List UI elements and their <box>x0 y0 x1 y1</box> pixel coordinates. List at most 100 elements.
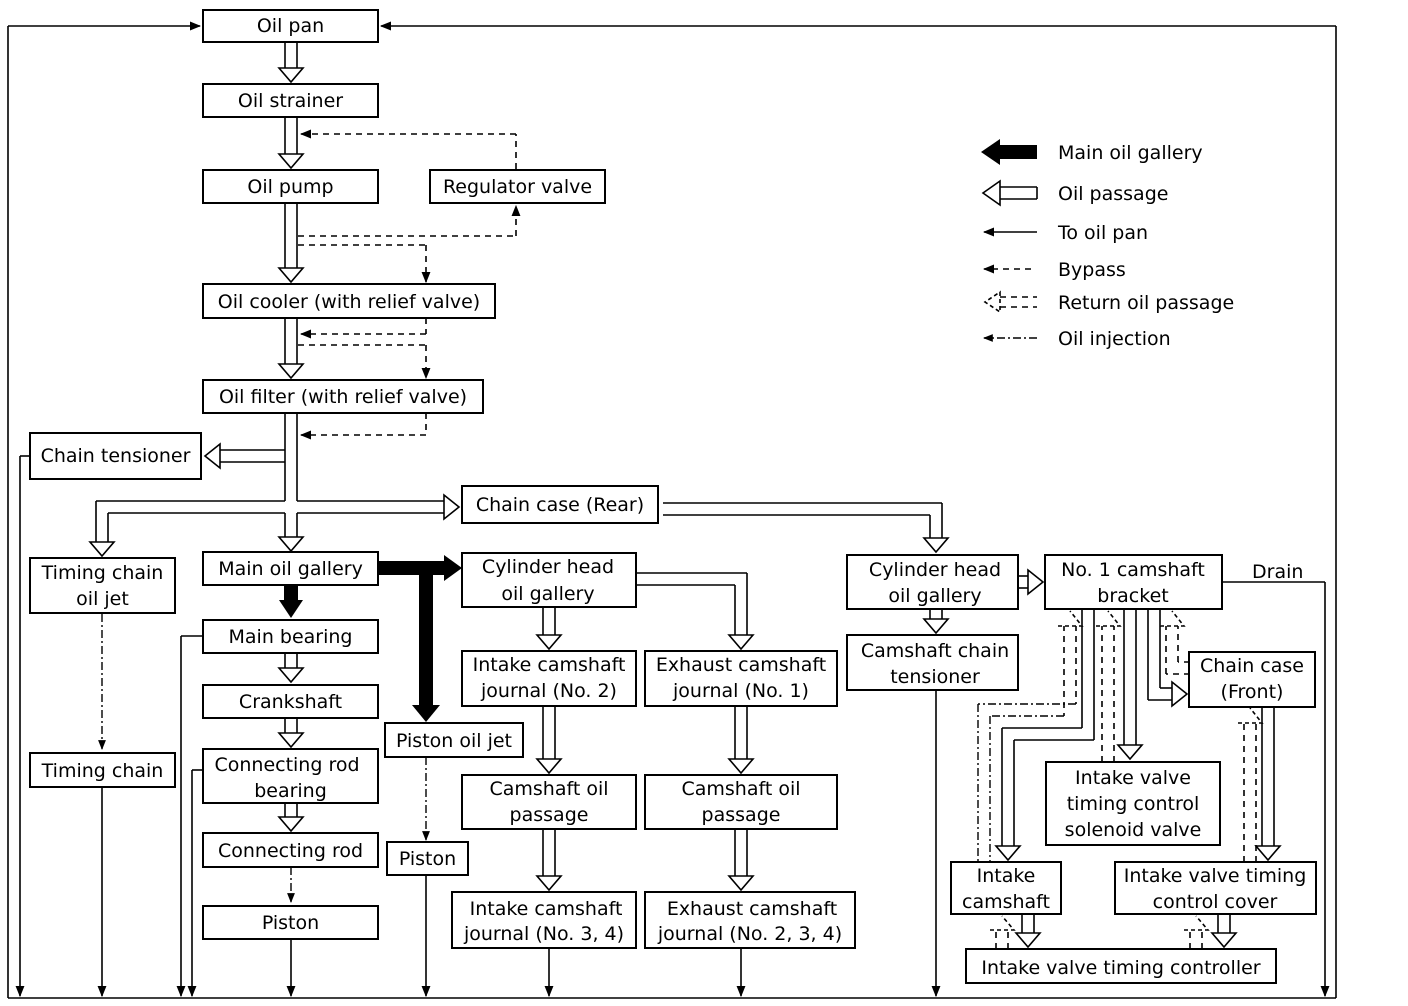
svg-text:bearing: bearing <box>254 780 327 802</box>
oil-injection-lines <box>98 614 430 903</box>
svg-text:Piston oil jet: Piston oil jet <box>396 730 512 752</box>
drain-label: Drain <box>1252 561 1303 583</box>
svg-text:Bypass: Bypass <box>1058 259 1126 281</box>
box-connecting-rod: Connecting rod <box>202 832 379 868</box>
svg-text:journal (No. 2): journal (No. 2) <box>480 680 617 702</box>
box-timing-chain-oil-jet: Timing chain oil jet <box>29 557 176 614</box>
svg-text:tensioner: tensioner <box>890 666 980 688</box>
svg-text:Timing chain: Timing chain <box>41 760 164 782</box>
svg-text:Cylinder head: Cylinder head <box>482 556 614 578</box>
svg-text:Intake camshaft: Intake camshaft <box>470 898 623 920</box>
box-exhaust-camshaft-journal-no1: Exhaust camshaft journal (No. 1) <box>644 650 838 707</box>
svg-text:Oil pump: Oil pump <box>247 176 333 198</box>
svg-text:Main oil gallery: Main oil gallery <box>218 558 363 580</box>
legend-oil-passage: Oil passage <box>981 179 1168 207</box>
svg-text:timing control: timing control <box>1067 793 1200 815</box>
svg-text:Main bearing: Main bearing <box>229 626 353 648</box>
box-main-oil-gallery: Main oil gallery <box>202 551 379 586</box>
svg-text:Connecting rod: Connecting rod <box>214 754 359 776</box>
svg-text:Cylinder head: Cylinder head <box>869 559 1001 581</box>
box-chain-case-front: Chain case (Front) <box>1188 651 1316 708</box>
return-loop <box>7 21 1337 999</box>
svg-text:Oil passage: Oil passage <box>1058 183 1168 205</box>
box-piston-oil-jet: Piston oil jet <box>384 722 524 758</box>
svg-text:To oil pan: To oil pan <box>1057 222 1148 244</box>
svg-text:Intake camshaft: Intake camshaft <box>473 654 626 676</box>
svg-text:Oil filter (with relief valve): Oil filter (with relief valve) <box>219 386 467 408</box>
svg-text:bracket: bracket <box>1097 585 1168 607</box>
box-oil-strainer: Oil strainer <box>202 83 379 118</box>
box-piston-1: Piston <box>202 905 379 940</box>
box-chain-case-rear: Chain case (Rear) <box>461 485 659 524</box>
box-intake-camshaft-journal-no34: Intake camshaft journal (No. 3, 4) <box>451 891 637 949</box>
svg-text:Chain case: Chain case <box>1200 655 1304 677</box>
svg-text:solenoid valve: solenoid valve <box>1065 819 1202 841</box>
box-exhaust-camshaft-journal-no234: Exhaust camshaft journal (No. 2, 3, 4) <box>644 891 856 949</box>
svg-text:oil jet: oil jet <box>76 588 129 610</box>
svg-text:Piston: Piston <box>399 848 456 870</box>
box-oil-filter: Oil filter (with relief valve) <box>202 379 484 414</box>
box-chain-tensioner: Chain tensioner <box>29 432 202 480</box>
box-ivtc-solenoid-valve: Intake valve timing control solenoid val… <box>1045 761 1221 846</box>
svg-text:Intake valve: Intake valve <box>1075 767 1191 789</box>
box-no1-camshaft-bracket: No. 1 camshaft bracket <box>1044 554 1223 610</box>
legend: Main oil gallery Oil passage To oil pan … <box>981 139 1234 350</box>
box-cylinder-head-oil-gallery-1: Cylinder head oil gallery <box>461 552 637 608</box>
svg-text:Main oil gallery: Main oil gallery <box>1058 142 1203 164</box>
svg-text:oil gallery: oil gallery <box>501 583 594 605</box>
box-cylinder-head-oil-gallery-2: Cylinder head oil gallery <box>846 554 1019 610</box>
box-timing-chain: Timing chain <box>29 752 176 788</box>
legend-oil-injection: Oil injection <box>983 328 1171 350</box>
svg-text:Intake: Intake <box>977 865 1036 887</box>
box-camshaft-oil-passage-2: Camshaft oil passage <box>644 774 838 830</box>
bypass-lines <box>298 129 521 440</box>
box-intake-camshaft: Intake camshaft <box>950 861 1062 915</box>
svg-text:Piston: Piston <box>262 912 319 934</box>
svg-text:Camshaft oil: Camshaft oil <box>489 778 608 800</box>
oil-passage-pipes <box>88 42 1282 949</box>
svg-text:passage: passage <box>510 804 589 826</box>
svg-text:Crankshaft: Crankshaft <box>239 691 342 713</box>
svg-text:passage: passage <box>702 804 781 826</box>
svg-text:Oil pan: Oil pan <box>257 15 324 37</box>
svg-text:Exhaust camshaft: Exhaust camshaft <box>656 654 826 676</box>
svg-text:control cover: control cover <box>1153 891 1278 913</box>
svg-text:journal (No. 3, 4): journal (No. 3, 4) <box>463 923 624 945</box>
svg-text:Connecting rod: Connecting rod <box>218 840 363 862</box>
svg-text:Intake valve timing: Intake valve timing <box>1124 865 1307 887</box>
svg-text:oil gallery: oil gallery <box>888 585 981 607</box>
main-oil-gallery-lines <box>279 555 462 722</box>
box-camshaft-oil-passage-1: Camshaft oil passage <box>461 774 637 830</box>
svg-text:Exhaust camshaft: Exhaust camshaft <box>667 898 837 920</box>
svg-text:(Front): (Front) <box>1221 681 1284 703</box>
box-oil-cooler: Oil cooler (with relief valve) <box>202 283 496 319</box>
box-oil-pan: Oil pan <box>202 9 379 43</box>
box-ivtc-cover: Intake valve timing control cover <box>1114 861 1317 915</box>
box-oil-pump: Oil pump <box>202 169 379 204</box>
return-oil-passages <box>977 610 1264 949</box>
svg-text:journal (No. 1): journal (No. 1) <box>672 680 809 702</box>
svg-text:Regulator valve: Regulator valve <box>443 176 592 198</box>
svg-text:Oil strainer: Oil strainer <box>238 90 343 112</box>
legend-main-oil-gallery: Main oil gallery <box>981 139 1203 165</box>
legend-to-oil-pan: To oil pan <box>982 222 1148 244</box>
svg-text:Chain tensioner: Chain tensioner <box>41 445 191 467</box>
box-intake-camshaft-journal-no2: Intake camshaft journal (No. 2) <box>461 650 637 707</box>
svg-text:No. 1 camshaft: No. 1 camshaft <box>1061 559 1205 581</box>
svg-text:Camshaft oil: Camshaft oil <box>681 778 800 800</box>
svg-text:Return oil passage: Return oil passage <box>1058 292 1234 314</box>
box-connecting-rod-bearing: Connecting rod bearing <box>202 748 379 804</box>
svg-text:Camshaft chain: Camshaft chain <box>861 640 1009 662</box>
box-main-bearing: Main bearing <box>202 619 379 654</box>
svg-text:Chain case (Rear): Chain case (Rear) <box>476 494 644 516</box>
box-ivt-controller: Intake valve timing controller <box>965 948 1277 984</box>
box-regulator-valve: Regulator valve <box>429 169 606 204</box>
svg-text:Intake valve timing controller: Intake valve timing controller <box>981 957 1260 979</box>
legend-bypass: Bypass <box>982 259 1126 281</box>
svg-text:Timing chain: Timing chain <box>41 562 164 584</box>
box-camshaft-chain-tensioner: Camshaft chain tensioner <box>846 634 1019 691</box>
svg-text:Oil injection: Oil injection <box>1058 328 1171 350</box>
svg-text:Oil cooler (with relief valve): Oil cooler (with relief valve) <box>218 291 480 313</box>
legend-return-oil-passage: Return oil passage <box>983 290 1234 314</box>
